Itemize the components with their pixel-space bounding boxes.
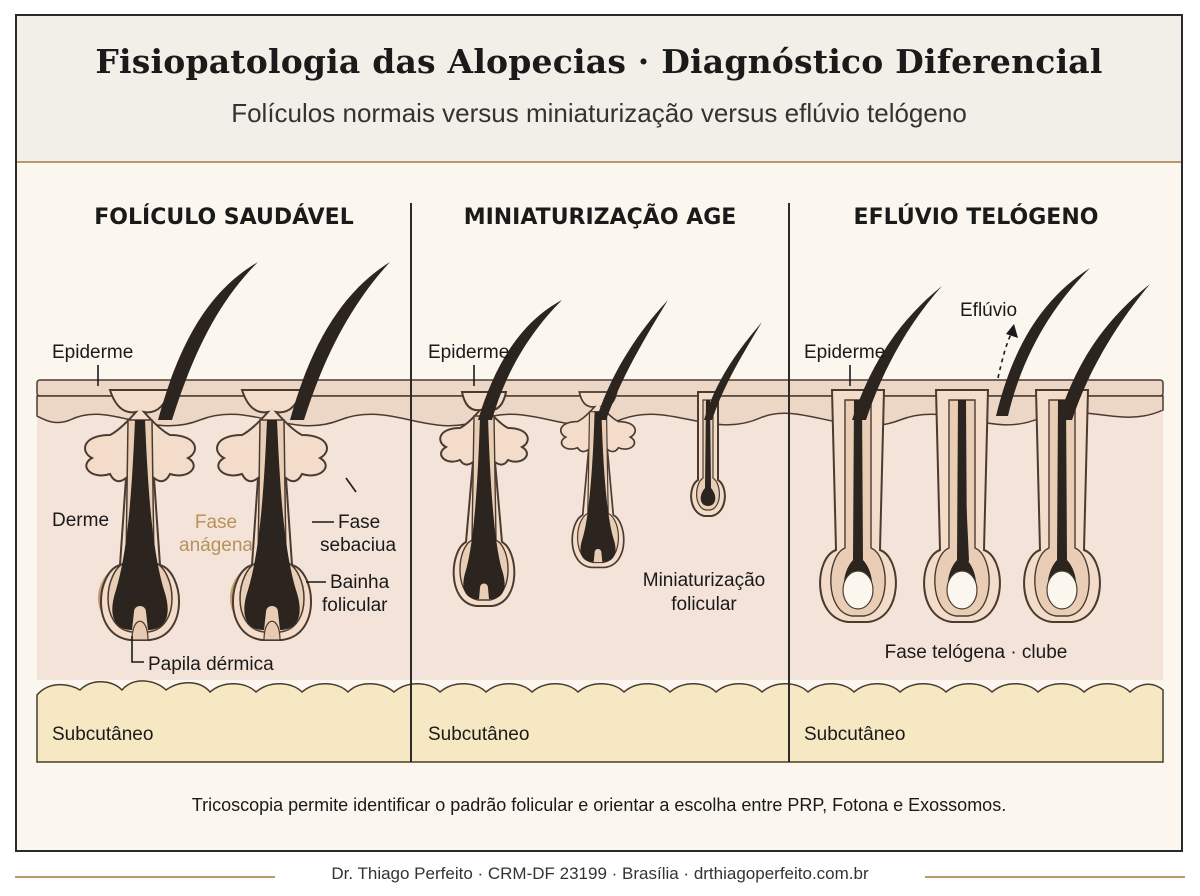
- efluvio-arrowhead: [1006, 324, 1018, 338]
- panel-miniaturization: MINIATURIZAÇÃO AGE Epiderme Miniaturizaç…: [428, 204, 765, 745]
- mini-follicle-3: [690, 391, 726, 517]
- label-efluvio: Eflúvio: [960, 300, 1017, 321]
- mini-shaft-3: [704, 322, 762, 420]
- panel-telogen: EFLÚVIO TELÓGENO Epiderme Eflúvio Fase t…: [804, 204, 1150, 745]
- caption: Tricoscopia permite identificar o padrão…: [191, 795, 1007, 815]
- label-subcutaneo-2: Subcutâneo: [428, 724, 529, 745]
- label-miniaturizacao-1: Miniaturização: [643, 570, 766, 591]
- hair-shaft-2: [290, 262, 390, 420]
- panel-healthy: FOLÍCULO SAUDÁVEL Epiderme Derme Fase an…: [52, 204, 396, 745]
- label-fase-sebacea-1: Fase: [338, 512, 380, 533]
- label-bainha-2: folicular: [322, 595, 388, 616]
- panel-heading-telogen: EFLÚVIO TELÓGENO: [854, 204, 1099, 230]
- label-fase-anagena-1: Fase: [195, 512, 237, 533]
- telogen-shaft-3: [1058, 284, 1150, 420]
- telogen-shaft-1: [852, 286, 942, 420]
- footer-rule-left: [15, 876, 275, 878]
- leader-papila: [131, 636, 144, 663]
- mini-shaft-1: [478, 300, 562, 420]
- footer-credit: Dr. Thiago Perfeito · CRM-DF 23199 · Bra…: [331, 864, 869, 883]
- label-epiderme-1: Epiderme: [52, 342, 133, 363]
- hair-shaft-1: [158, 262, 258, 420]
- page-title: Fisiopatologia das Alopecias · Diagnósti…: [95, 42, 1103, 81]
- label-fase-telogena: Fase telógena · clube: [885, 642, 1068, 663]
- shed-hair-fragment: [959, 471, 969, 563]
- page-subtitle: Folículos normais versus miniaturização …: [231, 98, 967, 128]
- efluvio-arrow: [997, 331, 1013, 379]
- label-subcutaneo-3: Subcutâneo: [804, 724, 905, 745]
- label-epiderme-2: Epiderme: [428, 342, 509, 363]
- label-miniaturizacao-2: folicular: [671, 594, 737, 615]
- label-subcutaneo-1: Subcutâneo: [52, 724, 153, 745]
- footer-rule-right: [925, 876, 1185, 878]
- label-fase-anagena-2: anágena: [179, 535, 253, 556]
- header-rule: [17, 161, 1181, 163]
- label-papila: Papila dérmica: [148, 654, 274, 675]
- mini-shaft-2: [596, 300, 668, 420]
- telogen-shaft-shedding: [996, 268, 1090, 416]
- leader-sebacea-gland: [345, 477, 357, 493]
- label-bainha-1: Bainha: [330, 572, 390, 593]
- label-epiderme-3: Epiderme: [804, 342, 885, 363]
- header-band: [17, 16, 1181, 161]
- label-fase-sebacea-2: sebaciua: [320, 535, 396, 556]
- panel-heading-healthy: FOLÍCULO SAUDÁVEL: [94, 204, 353, 230]
- panel-heading-mini: MINIATURIZAÇÃO AGE: [464, 204, 737, 230]
- label-derme: Derme: [52, 510, 109, 531]
